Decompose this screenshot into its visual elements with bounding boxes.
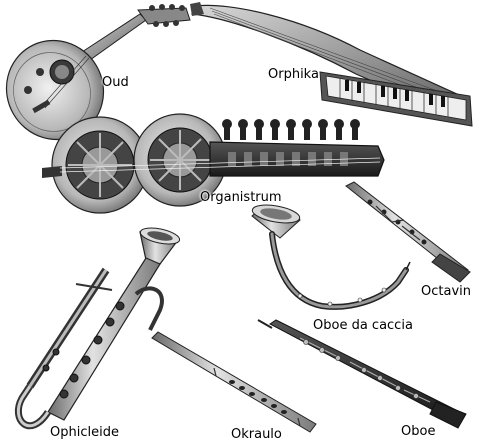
oboe-drawing <box>257 319 467 429</box>
label-oboe: Oboe <box>401 424 436 439</box>
oud-drawing <box>5 4 191 141</box>
organistrum-drawing <box>42 113 385 214</box>
label-octavin: Octavin <box>421 284 471 299</box>
label-okraulo: Okraulo <box>231 427 282 442</box>
label-ophicleide: Ophicleide <box>50 425 119 440</box>
label-organistrum: Organistrum <box>200 190 282 205</box>
octavin-drawing <box>345 181 471 283</box>
label-oud: Oud <box>102 75 129 90</box>
orphika-drawing <box>190 2 473 127</box>
label-oboe-da-caccia: Oboe da caccia <box>313 318 413 333</box>
ophicleide-drawing <box>14 227 181 430</box>
okraulo-drawing <box>151 331 317 433</box>
oboe-da-caccia-drawing <box>251 204 411 310</box>
label-orphika: Orphika <box>268 67 319 82</box>
